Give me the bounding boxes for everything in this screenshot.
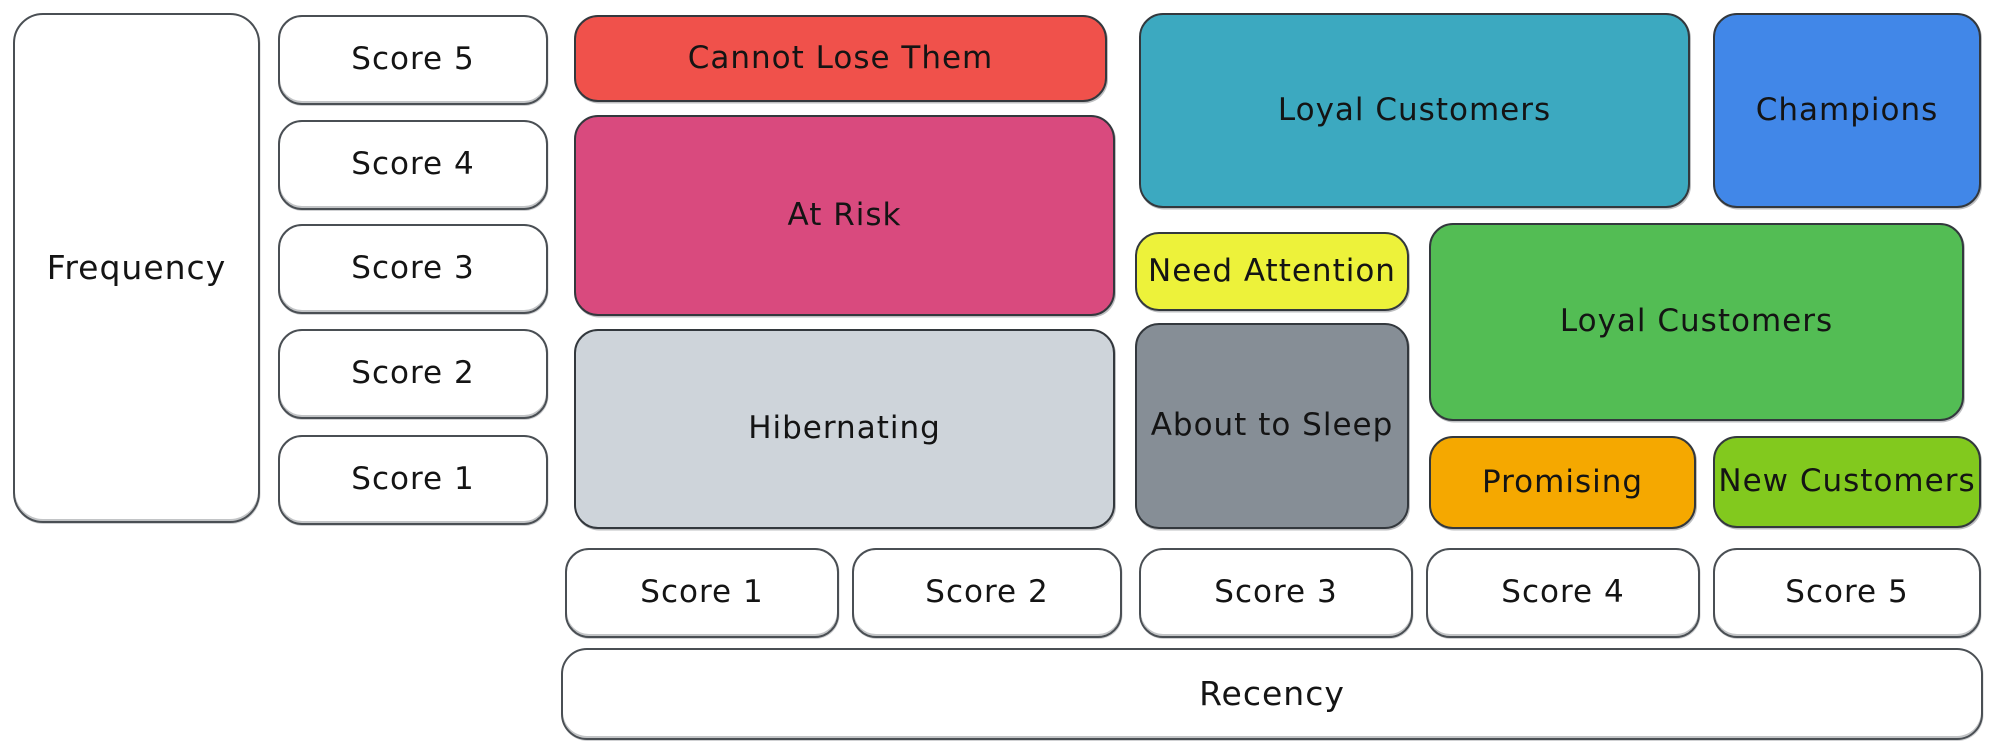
recency-axis-label: Recency (1199, 674, 1345, 714)
frequency-score-2-box: Score 2 (278, 329, 548, 419)
segment-label: Promising (1481, 463, 1644, 500)
segment-loyal-customers-teal: Loyal Customers (1139, 13, 1690, 208)
segment-hibernating: Hibernating (574, 329, 1115, 529)
recency-score-3-label: Score 3 (1214, 574, 1338, 611)
frequency-score-4-label: Score 4 (351, 146, 475, 183)
frequency-score-4-box: Score 4 (278, 120, 548, 210)
segment-loyal-customers-green: Loyal Customers (1429, 223, 1964, 421)
frequency-score-3-label: Score 3 (351, 250, 475, 287)
frequency-axis-box: Frequency (13, 13, 260, 523)
segment-at-risk: At Risk (574, 115, 1115, 316)
frequency-score-1-label: Score 1 (351, 461, 475, 498)
segment-label: Loyal Customers (1277, 91, 1552, 128)
recency-axis-box: Recency (561, 648, 1983, 740)
recency-score-5-box: Score 5 (1713, 548, 1981, 638)
segment-label: Need Attention (1148, 252, 1396, 289)
frequency-axis-label: Frequency (46, 248, 227, 288)
segment-label: Loyal Customers (1559, 303, 1834, 340)
recency-score-2-box: Score 2 (852, 548, 1122, 638)
segment-label: New Customers (1718, 463, 1976, 500)
segment-label: At Risk (787, 196, 902, 233)
recency-score-5-label: Score 5 (1785, 574, 1909, 611)
recency-score-1-box: Score 1 (565, 548, 839, 638)
segment-champions: Champions (1713, 13, 1981, 208)
segment-label: Hibernating (748, 410, 941, 447)
segment-need-attention: Need Attention (1135, 232, 1409, 311)
segment-cannot-lose-them: Cannot Lose Them (574, 15, 1107, 102)
segment-about-to-sleep: About to Sleep (1135, 323, 1409, 529)
segment-promising: Promising (1429, 436, 1696, 529)
segment-label: Champions (1755, 91, 1939, 128)
frequency-score-2-label: Score 2 (351, 355, 475, 392)
recency-score-4-label: Score 4 (1501, 574, 1625, 611)
frequency-score-1-box: Score 1 (278, 435, 548, 525)
recency-score-3-box: Score 3 (1139, 548, 1413, 638)
frequency-score-5-box: Score 5 (278, 15, 548, 105)
recency-score-2-label: Score 2 (925, 574, 1049, 611)
frequency-score-3-box: Score 3 (278, 224, 548, 314)
segment-label: Cannot Lose Them (687, 39, 994, 76)
segment-new-customers: New Customers (1713, 436, 1981, 528)
segment-label: About to Sleep (1150, 407, 1394, 444)
recency-score-4-box: Score 4 (1426, 548, 1700, 638)
recency-score-1-label: Score 1 (640, 574, 764, 611)
frequency-score-5-label: Score 5 (351, 41, 475, 78)
